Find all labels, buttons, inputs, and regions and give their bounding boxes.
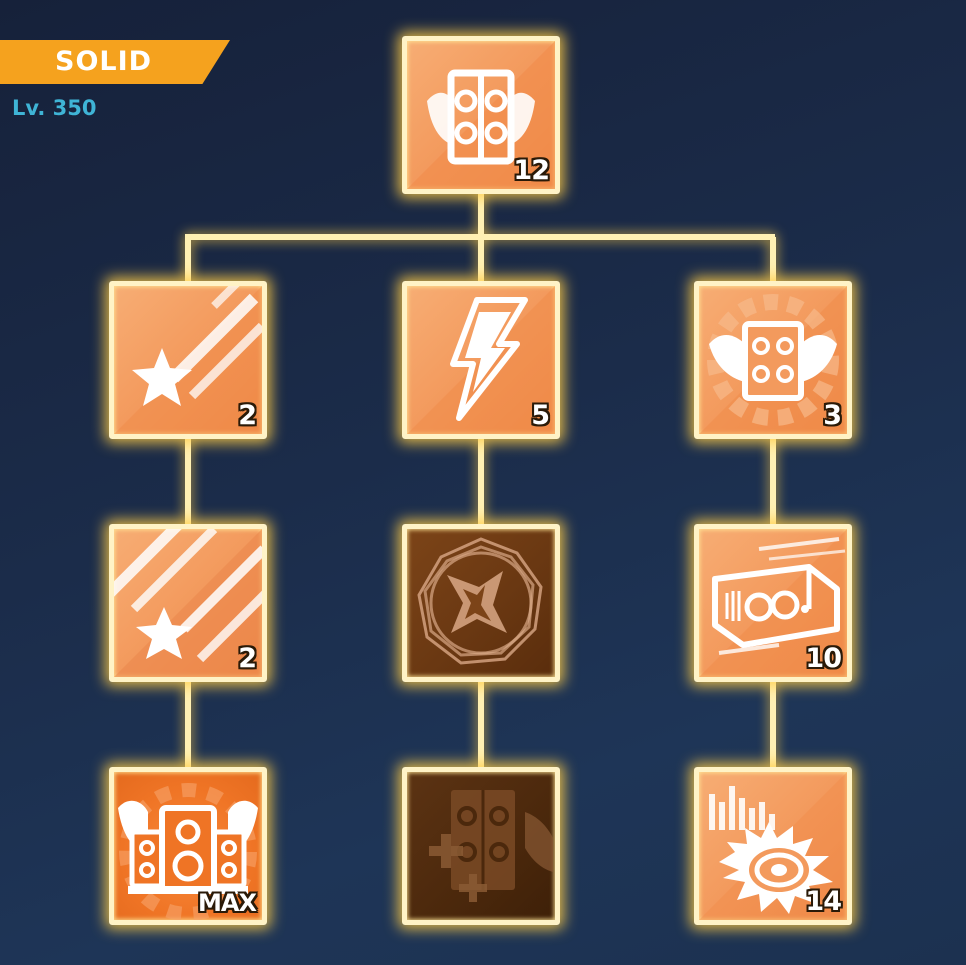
skill-level-badge: 14 <box>805 886 842 917</box>
speaker-plus-icon <box>429 790 553 902</box>
skill-root[interactable]: 12 <box>402 36 560 194</box>
amplifier-icon <box>699 529 847 677</box>
skill-level-badge: 10 <box>805 643 842 674</box>
skill-left-2[interactable]: 2 <box>109 524 267 682</box>
winged-speaker-icon <box>407 41 555 189</box>
equalizer-disc-icon <box>699 772 847 920</box>
skill-right-1[interactable]: 3 <box>694 281 852 439</box>
skill-level-badge: 3 <box>823 400 842 431</box>
skill-right-3[interactable]: 14 <box>694 767 852 925</box>
shooting-star-icon <box>114 286 262 434</box>
skill-level-badge: 2 <box>238 643 257 674</box>
skill-left-3[interactable]: MAX <box>109 767 267 925</box>
skill-middle-2[interactable] <box>402 524 560 682</box>
class-banner: SOLID <box>0 40 230 84</box>
shooting-star-stripes-icon <box>114 529 262 677</box>
skill-level-badge: 2 <box>238 400 257 431</box>
skill-level-badge: 5 <box>531 400 550 431</box>
player-level: Lv. 350 <box>12 96 97 120</box>
skill-right-2[interactable]: 10 <box>694 524 852 682</box>
skill-middle-3[interactable] <box>402 767 560 925</box>
lightning-bolt-icon <box>407 286 555 434</box>
winged-triple-speaker-icon <box>118 783 258 920</box>
skill-middle-1[interactable]: 5 <box>402 281 560 439</box>
sparkle-badge-icon <box>417 537 543 665</box>
skill-level-badge: MAX <box>198 889 257 917</box>
winged-speaker-gear-icon <box>699 286 847 434</box>
skill-level-badge: 12 <box>513 155 550 186</box>
skill-left-1[interactable]: 2 <box>109 281 267 439</box>
